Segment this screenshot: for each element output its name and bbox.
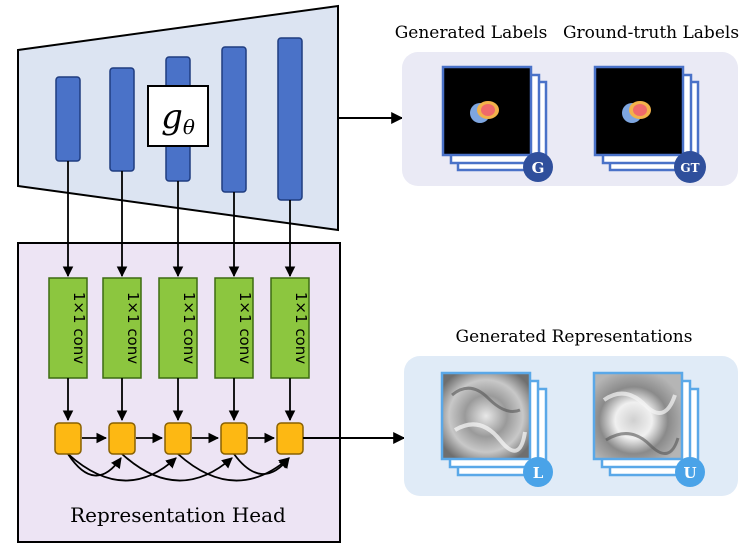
generator-block: gθ (17, 4, 339, 232)
svg-text:1×1 conv: 1×1 conv (124, 292, 142, 364)
badge-g (523, 152, 553, 182)
badge-gt (674, 151, 706, 183)
feature-bar (55, 76, 81, 162)
badge-u (675, 457, 705, 487)
aggregation-nodes (54, 422, 304, 482)
head-title: Representation Head (70, 503, 286, 527)
svg-text:L: L (533, 464, 544, 482)
conv-block: 1×1 conv (48, 277, 88, 379)
svg-text:G: G (532, 159, 545, 177)
generated-labels-title: Generated Labels (395, 23, 548, 43)
conv-blocks: 1×1 conv 1×1 conv 1×1 conv 1×1 conv 1×1 … (48, 277, 310, 379)
node (220, 422, 248, 455)
svg-text:1×1 conv: 1×1 conv (292, 292, 310, 364)
node (164, 422, 192, 455)
conv-block: 1×1 conv (158, 277, 198, 379)
feature-bar (277, 37, 303, 201)
node (108, 422, 136, 455)
svg-text:1×1 conv: 1×1 conv (180, 292, 198, 364)
node (276, 422, 304, 455)
generated-label-stack: G (441, 65, 553, 182)
generator-symbol-box (147, 85, 209, 147)
svg-text:U: U (683, 464, 696, 482)
ground-truth-labels-title: Ground-truth Labels (563, 23, 739, 43)
conv-block: 1×1 conv (102, 277, 142, 379)
svg-text:1×1 conv: 1×1 conv (70, 292, 88, 364)
representation-stack-u: U (592, 371, 705, 487)
feature-bar (109, 67, 135, 172)
labels-panel: Generated Labels Ground-truth Labels G G… (395, 23, 739, 186)
generator-symbol: gθ (161, 97, 195, 139)
badge-l (523, 457, 553, 487)
svg-text:1×1 conv: 1×1 conv (236, 292, 254, 364)
node (54, 422, 82, 455)
conv-to-node-arrows (62, 378, 296, 422)
svg-text:GT: GT (680, 161, 699, 175)
feature-bar (221, 46, 247, 193)
generated-representations-title: Generated Representations (456, 327, 693, 347)
representations-panel: Generated Representations L U (404, 327, 738, 496)
conv-block: 1×1 conv (270, 277, 310, 379)
conv-block: 1×1 conv (214, 277, 254, 379)
ground-truth-label-stack: GT (593, 65, 706, 183)
skip-connections (62, 161, 296, 278)
representation-stack-l: L (440, 371, 553, 487)
